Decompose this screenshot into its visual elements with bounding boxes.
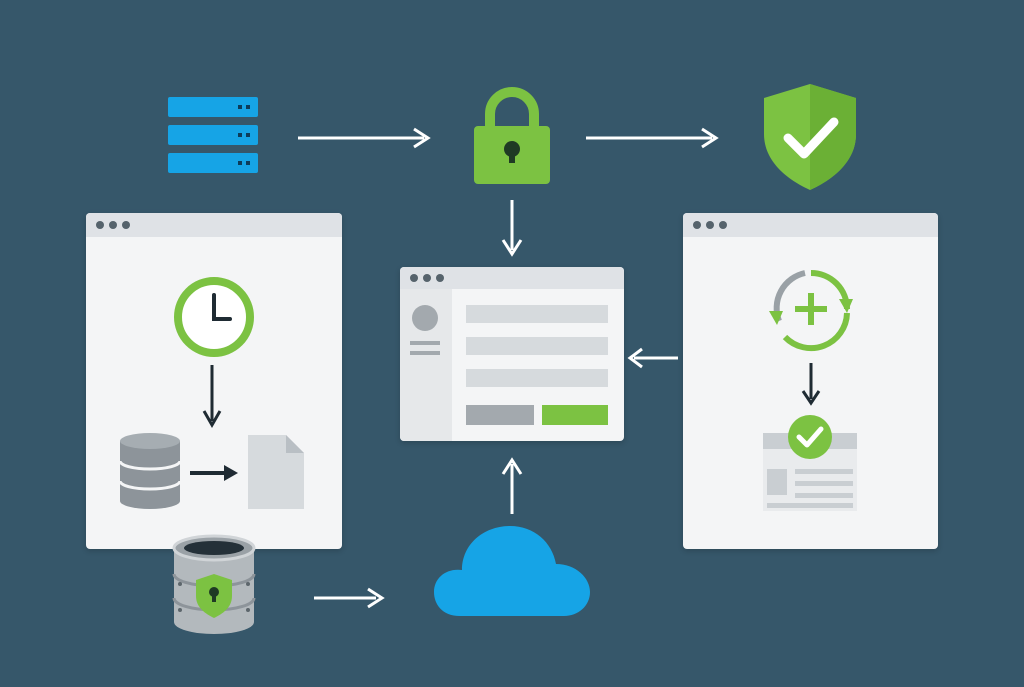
window-dot — [423, 274, 431, 282]
window-titlebar — [400, 267, 624, 289]
padlock-icon — [474, 87, 550, 184]
sync-add-icon — [769, 270, 853, 352]
window-dot — [109, 221, 117, 229]
arrow-storage-to-cloud — [314, 587, 385, 609]
form-field[interactable] — [466, 369, 608, 387]
window-dot — [122, 221, 130, 229]
scheduler-window — [86, 213, 342, 549]
arrow-lock-to-shield — [586, 127, 719, 149]
form-field[interactable] — [466, 305, 608, 323]
secure-database-icon — [172, 534, 256, 634]
arrow-server-to-lock — [298, 127, 431, 149]
database-icon — [118, 433, 182, 509]
window-dot — [693, 221, 701, 229]
window-dot — [436, 274, 444, 282]
sidebar-line — [410, 351, 440, 355]
arrow-clock-to-database — [202, 365, 222, 429]
window-dot — [410, 274, 418, 282]
arrow-sync-to-report — [801, 363, 821, 406]
arrow-database-to-document — [190, 465, 238, 481]
cancel-button[interactable] — [466, 405, 534, 425]
shield-check-icon — [764, 84, 856, 190]
confirm-button[interactable] — [542, 405, 608, 425]
avatar — [412, 305, 438, 331]
restore-window — [683, 213, 938, 549]
arrow-restore-to-dashboard — [627, 347, 678, 369]
sidebar-line — [410, 341, 440, 345]
window-titlebar — [86, 213, 342, 237]
arrow-cloud-to-dashboard — [501, 457, 523, 514]
clock-icon — [174, 277, 254, 357]
server-stack-icon — [168, 97, 258, 173]
arrow-lock-to-dashboard — [501, 200, 523, 257]
window-dot — [706, 221, 714, 229]
dashboard-window — [400, 267, 624, 441]
window-dot — [719, 221, 727, 229]
cloud-icon — [434, 526, 590, 616]
document-icon — [248, 435, 304, 509]
window-titlebar — [683, 213, 938, 237]
window-dot — [96, 221, 104, 229]
verified-report-icon — [763, 415, 857, 511]
form-field[interactable] — [466, 337, 608, 355]
